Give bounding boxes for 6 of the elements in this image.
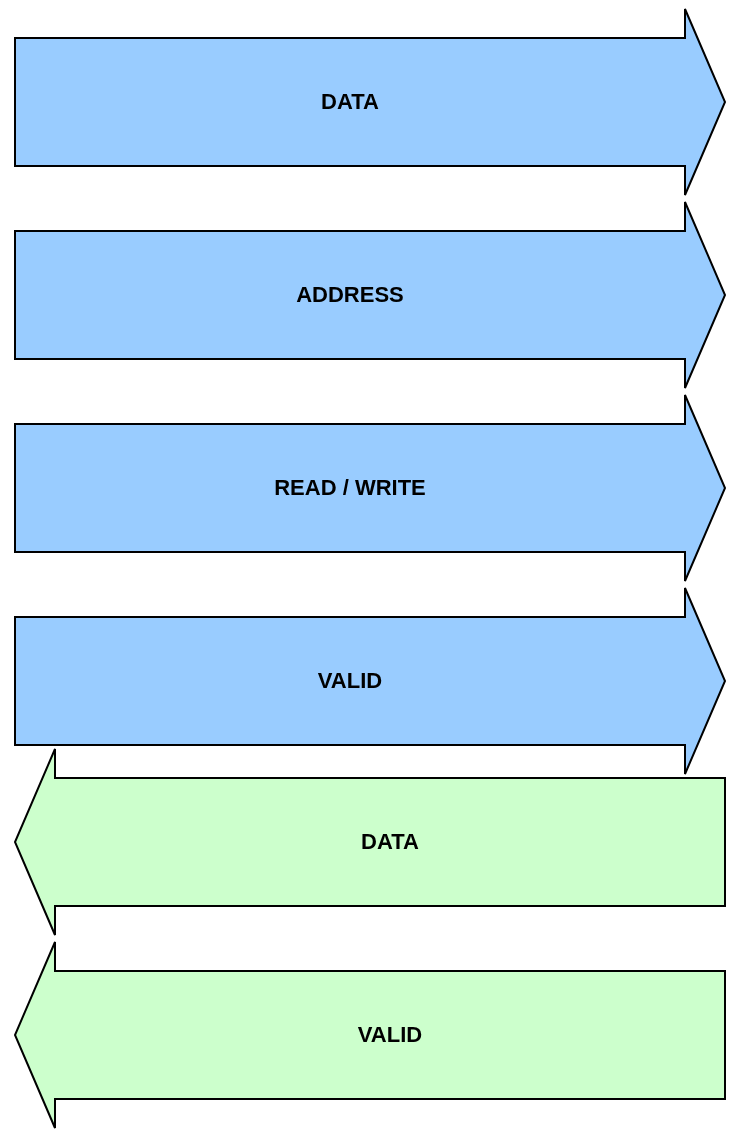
signal-label: VALID (357, 1022, 423, 1048)
signal-label: VALID (317, 668, 383, 694)
signal-label: ADDRESS (296, 282, 404, 308)
signal-label: DATA (321, 89, 379, 115)
signal-label: DATA (361, 829, 419, 855)
signal-label: READ / WRITE (274, 475, 426, 501)
